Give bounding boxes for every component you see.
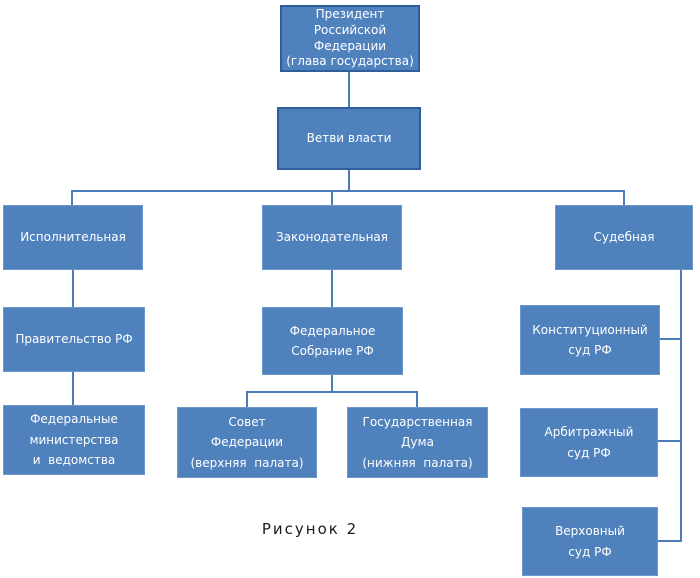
connector-assembly-bus xyxy=(246,391,418,393)
connector-drop-executive xyxy=(71,190,73,206)
connector-drop-legislative xyxy=(331,190,333,206)
node-arbitration-court: Арбитражный суд РФ xyxy=(520,408,658,477)
connector-stub-supreme-court xyxy=(656,540,682,542)
connector-branches-riser xyxy=(348,170,350,192)
connector-stub-arbitration-court xyxy=(656,440,682,442)
connector-judicial-trunk xyxy=(680,270,682,542)
node-government: Правительство РФ xyxy=(3,307,145,372)
figure-caption: Рисунок 2 xyxy=(261,520,359,538)
connector-drop-state-duma xyxy=(416,391,418,408)
node-federal-assembly: Федеральное Собрание РФ xyxy=(262,307,403,375)
node-supreme-court: Верховный суд РФ xyxy=(522,507,658,576)
connector-branches-bus xyxy=(71,190,625,192)
node-branches-root: Ветви власти xyxy=(277,107,421,170)
connector-government-ministries xyxy=(72,372,74,406)
connector-drop-judicial xyxy=(623,190,625,206)
node-judicial-branch: Судебная xyxy=(555,205,693,270)
node-federal-ministries: Федеральные министерства и ведомства xyxy=(3,405,145,475)
node-federation-council: Совет Федерации (верхняя палата) xyxy=(177,407,317,478)
connector-legislative-assembly xyxy=(331,270,333,308)
node-constitutional-court: Конституционный суд РФ xyxy=(520,305,660,375)
node-legislative-branch: Законодательная xyxy=(262,205,402,270)
node-president: Президент Российской Федерации (глава го… xyxy=(280,5,420,72)
node-executive-branch: Исполнительная xyxy=(3,205,143,270)
connector-executive-government xyxy=(72,270,74,308)
connector-stub-constitutional-court xyxy=(658,338,682,340)
connector-assembly-riser xyxy=(331,375,333,393)
connector-president-branches xyxy=(348,72,350,108)
node-state-duma: Государственная Дума (нижняя палата) xyxy=(347,407,488,478)
connector-drop-federation-council xyxy=(246,391,248,408)
